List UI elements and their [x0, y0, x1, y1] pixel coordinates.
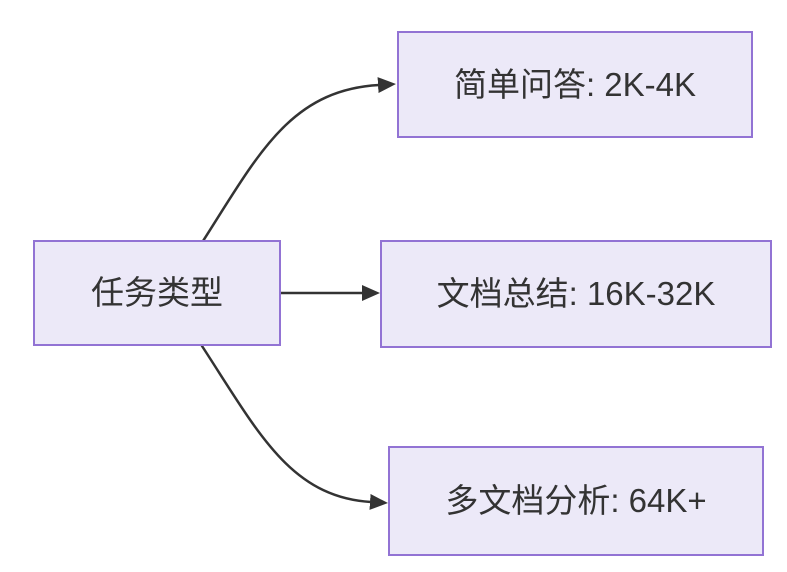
node-simple-qa-label: 简单问答: 2K-4K [453, 65, 697, 103]
edge-root-to-branch1 [201, 77, 396, 243]
node-task-type: 任务类型 [33, 240, 281, 346]
node-doc-summary-label: 文档总结: 16K-32K [436, 275, 716, 313]
node-simple-qa: 简单问答: 2K-4K [397, 31, 753, 138]
edge-root-to-branch3 [200, 344, 388, 510]
node-multi-doc-analysis: 多文档分析: 64K+ [388, 446, 764, 556]
node-doc-summary: 文档总结: 16K-32K [380, 240, 772, 348]
node-task-type-label: 任务类型 [91, 274, 223, 312]
node-multi-doc-analysis-label: 多文档分析: 64K+ [445, 482, 707, 520]
